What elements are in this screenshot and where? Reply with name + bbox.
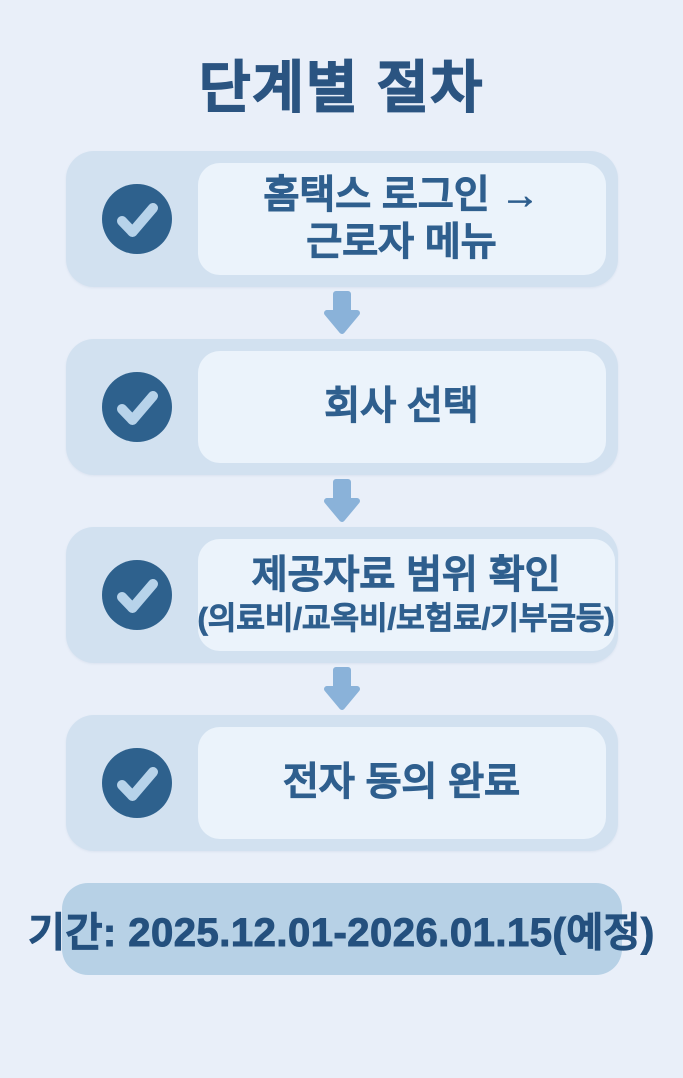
check-icon <box>101 748 172 819</box>
arrow-down-icon <box>323 475 361 527</box>
check-icon <box>101 372 172 443</box>
check-icon <box>101 184 172 255</box>
steps-flow: 홈택스 로그인 → 근로자 메뉴 회사 선택 제공자료 범위 확인 (의료비/교… <box>0 151 683 852</box>
step-label-line: 회사 선택 <box>324 385 479 429</box>
step-label-line: 근로자 메뉴 <box>306 221 497 265</box>
step-card-2: 회사 선택 <box>65 339 618 476</box>
step-label-line: 홈택스 로그인 → <box>263 173 540 217</box>
step-label-box: 홈택스 로그인 → 근로자 메뉴 <box>197 163 606 276</box>
step-label-box: 회사 선택 <box>197 351 606 464</box>
step-card-4: 전자 동의 완료 <box>65 715 618 852</box>
arrow-down-icon <box>323 663 361 715</box>
check-icon <box>101 560 172 631</box>
step-card-3: 제공자료 범위 확인 (의료비/교옥비/보험료/기부금등) <box>65 527 618 664</box>
arrow-down-icon <box>323 287 361 339</box>
step-card-1: 홈택스 로그인 → 근로자 메뉴 <box>65 151 618 288</box>
step-sublabel-line: (의료비/교옥비/보험료/기부금등) <box>197 600 615 636</box>
period-banner: 기간: 2025.12.01-2026.01.15(예정) <box>28 883 655 976</box>
step-label-box: 제공자료 범위 확인 (의료비/교옥비/보험료/기부금등) <box>197 539 615 652</box>
page-title: 단계별 절차 <box>198 55 485 120</box>
period-label: 기간: 2025.12.01-2026.01.15(예정) <box>28 911 655 956</box>
step-label-line: 전자 동의 완료 <box>283 761 521 805</box>
step-label-line: 제공자료 범위 확인 <box>251 554 561 598</box>
step-label-box: 전자 동의 완료 <box>197 727 606 840</box>
